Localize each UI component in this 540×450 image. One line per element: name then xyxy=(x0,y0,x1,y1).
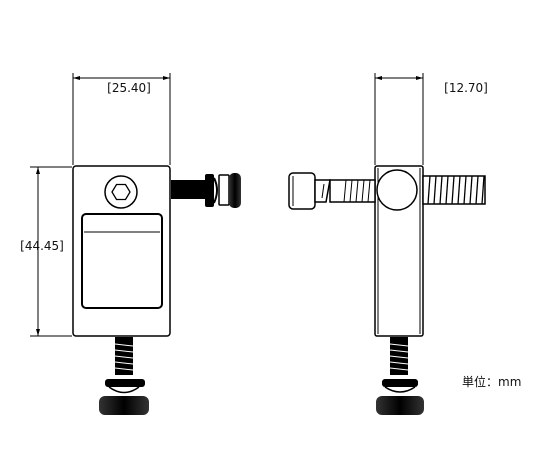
front-window xyxy=(81,213,163,309)
front-height-label: [44.45] xyxy=(20,239,64,253)
hex-socket-icon xyxy=(104,175,138,209)
front-height-dimension xyxy=(30,166,72,337)
side-bottom-screw xyxy=(376,337,424,415)
front-side-screw xyxy=(171,173,241,208)
front-width-dimension xyxy=(72,73,171,165)
side-body xyxy=(374,165,424,337)
unit-label: 単位：mm xyxy=(462,374,521,389)
front-bottom-screw xyxy=(99,337,149,415)
side-cap-screw xyxy=(288,172,376,210)
side-boss-circle xyxy=(376,169,418,211)
front-view: [25.40] [44.45] xyxy=(20,73,241,415)
side-width-label: [12.70] xyxy=(444,81,488,95)
side-threaded-rod xyxy=(422,175,486,205)
side-view: [12.70] xyxy=(288,73,488,415)
side-width-dimension xyxy=(374,73,424,165)
front-width-label: [25.40] xyxy=(107,81,151,95)
